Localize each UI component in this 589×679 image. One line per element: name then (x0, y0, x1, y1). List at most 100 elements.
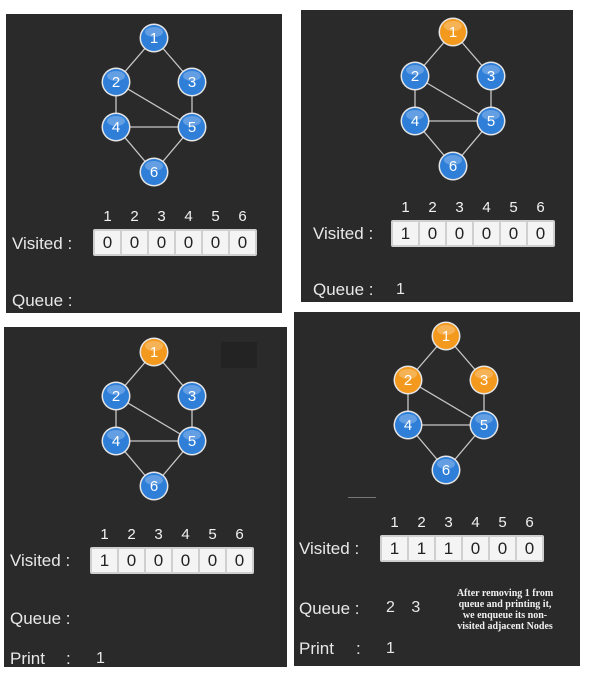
graph-node-1: 1 (431, 321, 461, 351)
graph-node-6: 6 (431, 455, 461, 485)
svg-text:2: 2 (411, 68, 419, 85)
queue-values-2: 1 (396, 281, 405, 298)
graph-node-1: 1 (438, 17, 468, 47)
note-line: queue and printing it, (458, 599, 552, 610)
graph-node-4: 4 (101, 426, 131, 456)
print-value-4: 1 (386, 640, 395, 657)
visited-cell: 0 (176, 231, 201, 254)
svg-text:4: 4 (112, 433, 120, 450)
index-label: 1 (100, 526, 109, 543)
svg-text:3: 3 (188, 388, 196, 405)
queue-label: Queue : (299, 599, 360, 618)
svg-text:5: 5 (188, 119, 196, 136)
visited-cell: 0 (490, 537, 515, 560)
svg-text:6: 6 (442, 462, 450, 479)
index-label: 2 (417, 514, 426, 531)
visited-label: Visited : (313, 224, 374, 243)
divider-line (348, 497, 376, 498)
svg-text:3: 3 (188, 74, 196, 91)
index-label: 1 (103, 208, 112, 225)
edge-2-5 (115, 81, 193, 128)
queue-label: Queue : (313, 280, 374, 299)
visited-cell: 1 (92, 549, 117, 572)
visited-cell: 0 (528, 222, 553, 245)
graph-node-5: 5 (476, 106, 506, 136)
svg-text:4: 4 (404, 417, 412, 434)
visited-label: Visited : (10, 551, 71, 570)
queue-values-4: 2 3 (386, 599, 421, 616)
edge-2-5 (115, 395, 193, 442)
graph-node-2: 2 (101, 381, 131, 411)
index-label: 3 (444, 514, 453, 531)
graph-node-1: 1 (139, 337, 169, 367)
svg-text:5: 5 (487, 113, 495, 130)
svg-text:1: 1 (449, 24, 457, 41)
graph-node-3: 3 (177, 67, 207, 97)
index-label: 2 (127, 526, 136, 543)
visited-cell: 0 (227, 549, 252, 572)
index-label: 6 (525, 514, 534, 531)
visited-label: Visited : (12, 234, 73, 253)
visited-cell: 0 (119, 549, 144, 572)
index-label: 4 (181, 526, 190, 543)
visited-cell: 0 (122, 231, 147, 254)
index-label: 5 (211, 208, 220, 225)
print-label: Print (299, 639, 334, 658)
visited-cell: 1 (409, 537, 434, 560)
graph-node-4: 4 (393, 410, 423, 440)
panel-artifact (221, 342, 257, 368)
index-label: 6 (238, 208, 247, 225)
edge-2-5 (414, 75, 492, 122)
visited-cell: 0 (447, 222, 472, 245)
svg-text:5: 5 (188, 433, 196, 450)
svg-text:1: 1 (442, 328, 450, 345)
note-line: we enqueue its non- (462, 610, 548, 621)
visited-cell: 0 (474, 222, 499, 245)
svg-text:4: 4 (112, 119, 120, 136)
index-label: 5 (509, 199, 518, 216)
index-label: 1 (401, 199, 410, 216)
svg-text:6: 6 (150, 478, 158, 495)
graph-node-3: 3 (469, 365, 499, 395)
visited-cell: 0 (517, 537, 542, 560)
print-label: Print (10, 649, 45, 667)
index-label: 4 (482, 199, 491, 216)
queue-label: Queue : (10, 609, 71, 628)
svg-text:4: 4 (411, 113, 419, 130)
visited-cell: 0 (200, 549, 225, 572)
visited-cell: 1 (382, 537, 407, 560)
queue-label: Queue : (12, 291, 73, 310)
svg-text:2: 2 (112, 74, 120, 91)
index-label: 3 (455, 199, 464, 216)
visited-cell: 0 (230, 231, 255, 254)
graph-node-2: 2 (393, 365, 423, 395)
svg-text:1: 1 (150, 344, 158, 361)
print-colon: : (356, 639, 361, 658)
visited-cell: 0 (501, 222, 526, 245)
svg-text:3: 3 (487, 68, 495, 85)
graph-node-6: 6 (139, 471, 169, 501)
index-label: 5 (498, 514, 507, 531)
index-label: 3 (157, 208, 166, 225)
index-label: 2 (428, 199, 437, 216)
note-line: After removing 1 from (456, 588, 554, 599)
graph-node-2: 2 (101, 67, 131, 97)
graph-node-4: 4 (101, 112, 131, 142)
svg-text:2: 2 (404, 372, 412, 389)
visited-cell: 0 (173, 549, 198, 572)
index-label: 2 (130, 208, 139, 225)
index-label: 3 (154, 526, 163, 543)
graph-node-5: 5 (177, 426, 207, 456)
print-value-3: 1 (96, 650, 105, 667)
index-label: 1 (390, 514, 399, 531)
visited-cell: 0 (95, 231, 120, 254)
svg-text:2: 2 (112, 388, 120, 405)
svg-text:3: 3 (480, 372, 488, 389)
